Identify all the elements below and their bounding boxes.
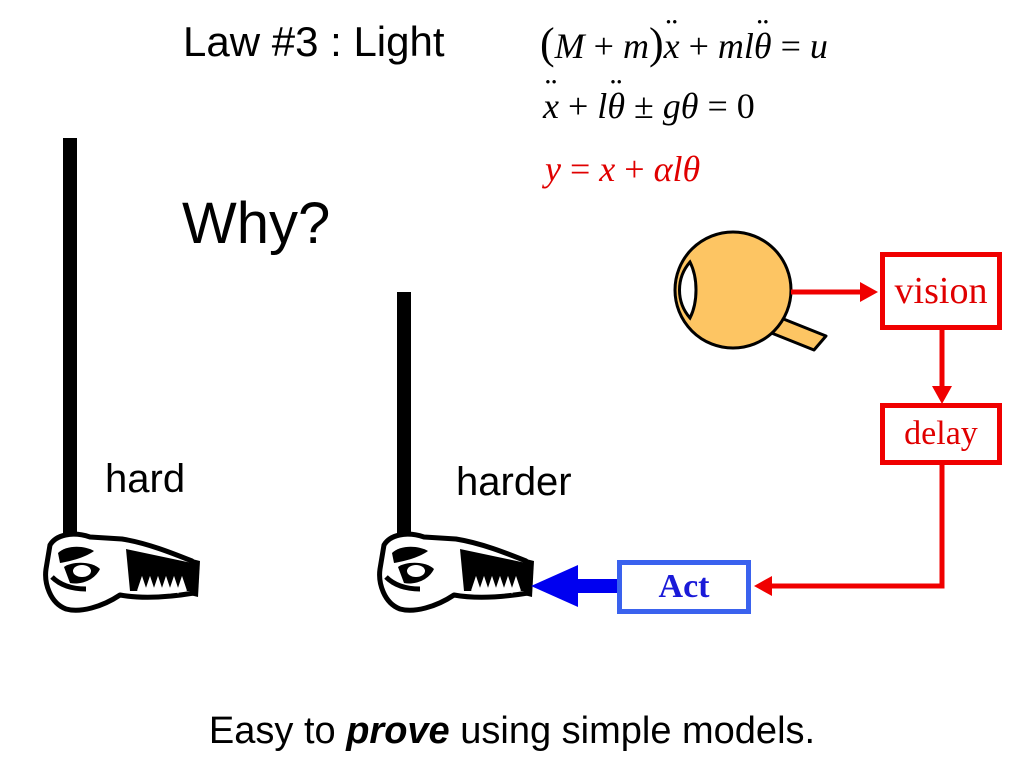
eq2-plus-minus: ±: [625, 86, 663, 126]
act-arrow: [531, 565, 618, 607]
caption: Easy to prove using simple models.: [0, 710, 1024, 753]
eq3-equals: =: [560, 149, 600, 189]
eq1-equals: =: [771, 26, 810, 66]
eq1-plus-2: +: [679, 26, 718, 66]
eq2-theta-ddot: θ: [607, 85, 625, 127]
eq3-alpha: α: [653, 149, 673, 189]
eq3-y: y: [545, 149, 561, 189]
eq2-x-ddot: x: [543, 85, 559, 127]
eq1-theta-ddot: θ: [754, 25, 772, 67]
slide-title: Law #3 : Light: [183, 18, 445, 65]
equation-3: y = x + αlθ: [545, 148, 700, 190]
caption-before: Easy to: [208, 710, 347, 752]
eq1-plus: +: [584, 26, 623, 66]
eq2-equals: =: [698, 86, 737, 126]
eq2-zero: 0: [736, 86, 755, 126]
delay-box: delay: [880, 403, 1002, 465]
short-stick: [397, 292, 411, 542]
eq1-close-paren: ): [648, 19, 664, 68]
eq1-x-ddot: x: [664, 25, 680, 67]
eq1-open-paren: (: [540, 19, 555, 68]
eq1-m: m: [622, 26, 649, 66]
eq3-l: l: [672, 149, 683, 189]
long-stick: [63, 138, 77, 543]
eye-icon: [673, 230, 828, 352]
eq1-M: M: [554, 26, 585, 66]
eq3-plus: +: [615, 149, 654, 189]
caption-emphasis: prove: [346, 710, 450, 752]
act-box: Act: [617, 560, 751, 614]
label-harder: harder: [456, 460, 572, 504]
eq2-plus: +: [558, 86, 598, 126]
feedback-arrows: [754, 282, 952, 596]
hand-icon-right: [377, 531, 534, 613]
eq2-g: g: [662, 86, 681, 126]
hand-icon-left: [43, 531, 200, 613]
eq3-theta: θ: [682, 149, 701, 189]
caption-after: using simple models.: [449, 710, 816, 752]
eq1-u: u: [809, 26, 828, 66]
label-hard: hard: [105, 457, 186, 501]
equation-1: (M + m)x + mlθ = u: [540, 18, 828, 69]
eq1-ml: ml: [717, 26, 754, 66]
eq2-l: l: [597, 86, 608, 126]
vision-box: vision: [880, 252, 1002, 330]
equation-2: x + lθ ± gθ = 0: [543, 85, 755, 127]
eq3-x: x: [599, 149, 616, 189]
eq2-theta: θ: [680, 86, 699, 126]
question-text: Why?: [182, 191, 331, 256]
